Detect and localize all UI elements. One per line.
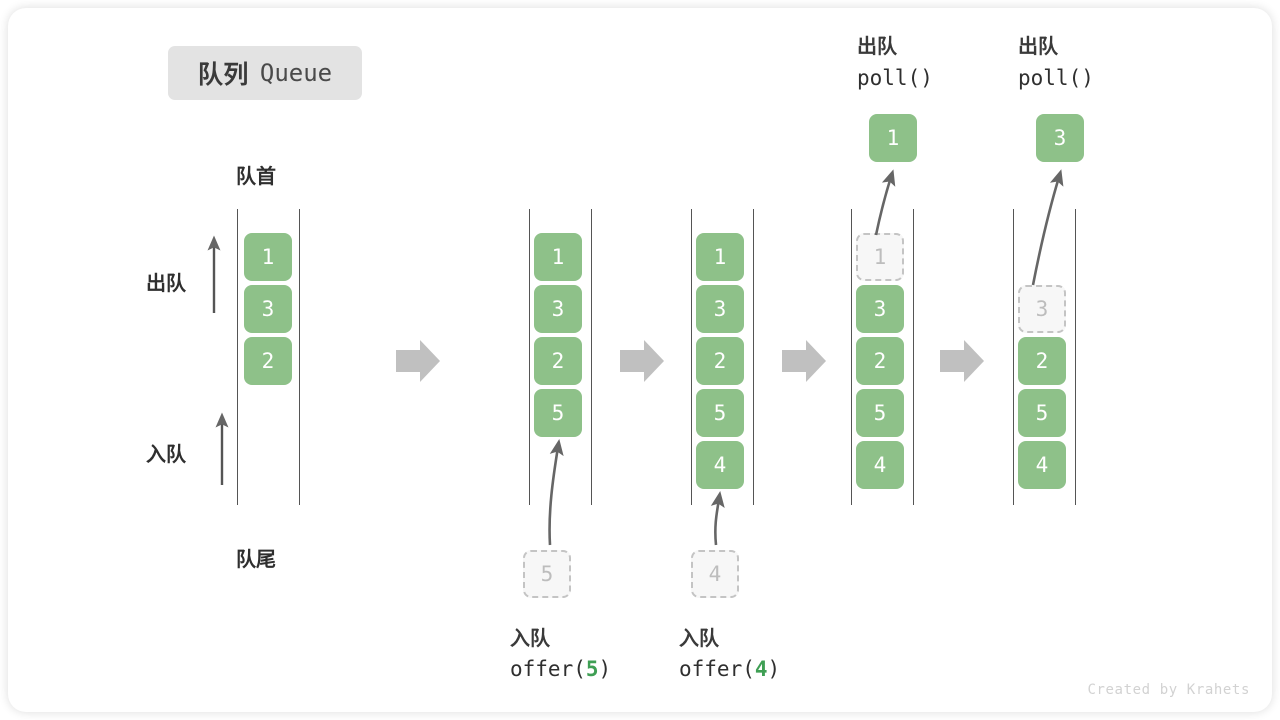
col-3-rail-right: [753, 209, 754, 505]
col-5-element-2: 4: [1018, 441, 1066, 489]
title-english: Queue: [259, 59, 333, 87]
col-4-element-1: 2: [856, 337, 904, 385]
dequeue-side-label: 出队: [146, 273, 186, 295]
poll-3-extract-arrow: [1031, 169, 1064, 286]
col-3-element-3: 5: [696, 389, 744, 437]
col-1-element-1: 3: [244, 285, 292, 333]
col-2-caption-code: offer(5): [510, 657, 611, 681]
col-1-element-0: 1: [244, 233, 292, 281]
step-arrow-2: [620, 340, 664, 382]
watermark-credit: Created by Krahets: [1087, 682, 1250, 698]
col-1-element-2: 2: [244, 337, 292, 385]
col-3-code-suffix: ): [767, 657, 781, 681]
col-4-rail-left: [851, 209, 852, 505]
col-4-element-3: 4: [856, 441, 904, 489]
col-2-code-arg: 5: [585, 657, 599, 681]
col-4-popped-box: 1: [869, 114, 917, 162]
step-arrow-3: [782, 340, 826, 382]
col-3-rail-left: [691, 209, 692, 505]
col-3-element-0: 1: [696, 233, 744, 281]
diagram-title-badge: 队列 Queue: [168, 46, 362, 100]
queue-tail-label: 队尾: [236, 549, 276, 571]
queue-head-label: 队首: [236, 166, 276, 188]
col-5-popped-box: 3: [1036, 114, 1084, 162]
col-5-rail-left: [1013, 209, 1014, 505]
col-4-caption-code: poll(): [857, 66, 933, 90]
col-1-rail-left: [237, 209, 238, 505]
col-3-element-2: 2: [696, 337, 744, 385]
col-5-element-1: 5: [1018, 389, 1066, 437]
col-2-code-suffix: ): [598, 657, 612, 681]
offer-4-insert-arrow: [710, 491, 725, 546]
col-3-element-4: 4: [696, 441, 744, 489]
step-arrow-1: [396, 340, 440, 382]
col-5-rail-right: [1075, 209, 1076, 505]
col-2-rail-left: [529, 209, 530, 505]
step-arrow-4: [940, 340, 984, 382]
col-3-code-prefix: offer(: [679, 657, 755, 681]
col-2-code-prefix: offer(: [510, 657, 586, 681]
col-2-rail-right: [591, 209, 592, 505]
col-3-caption-code: offer(4): [679, 657, 780, 681]
col-3-caption-cn: 入队: [679, 628, 719, 650]
poll-1-extract-arrow: [874, 169, 896, 236]
col-2-element-1: 3: [534, 285, 582, 333]
col-2-caption-cn: 入队: [510, 628, 550, 650]
title-chinese: 队列: [197, 61, 249, 89]
col-3-ghost-box: 4: [691, 550, 739, 598]
col-4-code-suffix: ): [920, 66, 933, 90]
col-5-caption-code: poll(): [1018, 66, 1094, 90]
col-3-code-arg: 4: [754, 657, 768, 681]
col-4-caption-cn: 出队: [857, 36, 897, 58]
col-2-element-0: 1: [534, 233, 582, 281]
col-5-code-prefix: poll(: [1018, 66, 1082, 90]
col-1-rail-right: [299, 209, 300, 505]
col-4-code-prefix: poll(: [857, 66, 921, 90]
col-4-element-0: 3: [856, 285, 904, 333]
col-2-ghost-box: 5: [523, 550, 571, 598]
col-5-ghost-box: 3: [1018, 285, 1066, 333]
enqueue-side-label: 入队: [146, 444, 186, 466]
col-2-element-3: 5: [534, 389, 582, 437]
col-2-element-2: 2: [534, 337, 582, 385]
col-3-element-1: 3: [696, 285, 744, 333]
col-4-rail-right: [913, 209, 914, 505]
col-5-element-0: 2: [1018, 337, 1066, 385]
col-5-code-suffix: ): [1081, 66, 1094, 90]
col-4-ghost-box: 1: [856, 233, 904, 281]
offer-5-insert-arrow: [548, 439, 564, 546]
col-5-caption-cn: 出队: [1018, 36, 1058, 58]
col-4-element-2: 5: [856, 389, 904, 437]
